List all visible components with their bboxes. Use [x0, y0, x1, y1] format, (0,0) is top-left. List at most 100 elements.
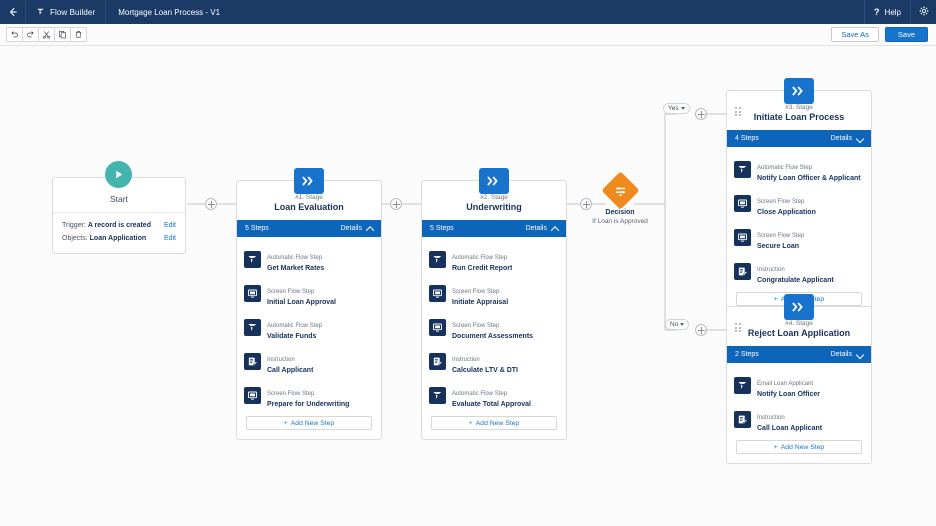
stage-header-3: #3. Stage Initiate Loan Process	[727, 91, 871, 130]
add-new-step-button[interactable]: + Add New Step	[431, 416, 557, 431]
screen-flow-icon	[429, 284, 446, 302]
start-row-objects: Objects: Loan Application Edit	[62, 232, 176, 245]
screen-flow-icon	[429, 318, 446, 336]
add-element-button-start[interactable]	[205, 198, 217, 210]
objects-label: Objects:	[62, 235, 88, 242]
branch-yes[interactable]: Yes	[663, 103, 690, 114]
start-node[interactable]: Start Trigger: A record is created Edit …	[52, 161, 186, 254]
decision-title: Decision	[605, 209, 635, 216]
step-row[interactable]: Instruction Calculate LTV & DTI	[429, 344, 559, 378]
trigger-edit-link[interactable]: Edit	[163, 222, 176, 229]
objects-edit-link[interactable]: Edit	[163, 235, 176, 242]
step-label: Get Market Rates	[267, 264, 325, 272]
step-row[interactable]: Instruction Call Loan Applicant	[734, 402, 864, 436]
step-label: Initial Loan Approval	[267, 298, 336, 306]
step-type: Instruction	[757, 266, 785, 273]
details-label: Details	[525, 225, 547, 232]
step-row[interactable]: Automatic Flow Step Evaluate Total Appro…	[429, 378, 559, 412]
step-label: Document Assessments	[452, 332, 534, 340]
save-button[interactable]: Save	[884, 27, 928, 42]
drag-handle-icon[interactable]	[735, 323, 741, 332]
flow-canvas[interactable]: Yes No Start Trigger: A record is create…	[0, 46, 936, 526]
step-row[interactable]: Screen Flow Step Initial Loan Approval	[244, 276, 374, 310]
step-label: Congratulate Applicant	[757, 276, 834, 284]
branch-no[interactable]: No	[665, 319, 690, 330]
chevron-down-icon[interactable]	[855, 350, 865, 359]
chevron-down-icon	[680, 323, 685, 326]
stage-badge-icon	[294, 168, 324, 194]
stage-card-1[interactable]: #1. Stage Loan Evaluation 5 Steps Detail…	[236, 168, 382, 441]
save-as-button[interactable]: Save As	[831, 27, 879, 42]
automatic-flow-icon	[429, 250, 446, 268]
automatic-flow-icon	[734, 160, 751, 178]
step-row[interactable]: Automatic Flow Step Run Credit Report	[429, 242, 559, 276]
stage-steps-bar-4[interactable]: 2 Steps Details	[727, 346, 871, 363]
branch-no-label: No	[670, 321, 679, 328]
help-label: Help	[884, 7, 901, 17]
header-spacer	[232, 0, 864, 24]
step-row[interactable]: Automatic Flow Step Validate Funds	[244, 310, 374, 344]
stage-header-2: #2. Stage Underwriting	[422, 181, 566, 220]
flow-builder-app-link[interactable]: Flow Builder	[26, 0, 107, 24]
step-type: Automatic Flow Step	[267, 322, 323, 329]
back-button[interactable]	[0, 0, 26, 24]
stage-steps-bar-2[interactable]: 5 Steps Details	[422, 220, 566, 237]
objects-value: Loan Application	[89, 235, 147, 242]
stage-steps-bar-1[interactable]: 5 Steps Details	[237, 220, 381, 237]
question-mark-icon: ?	[874, 7, 880, 17]
step-row[interactable]: Automatic Flow Step Notify Loan Officer …	[734, 152, 864, 186]
help-button[interactable]: ? Help	[864, 0, 910, 24]
stage-step-list-4: Email Loan Applicant Notify Loan Officer…	[727, 363, 871, 463]
step-row[interactable]: Instruction Call Applicant	[244, 344, 374, 378]
add-element-button-stage2[interactable]	[580, 198, 592, 210]
decision-node[interactable]: Decision If Loan is Approved	[592, 171, 648, 225]
undo-icon	[10, 26, 19, 44]
decision-caption: Decision If Loan is Approved	[592, 209, 648, 225]
stage-steps-bar-3[interactable]: 4 Steps Details	[727, 130, 871, 147]
step-row[interactable]: Screen Flow Step Document Assessments	[429, 310, 559, 344]
app-header: Flow Builder Mortgage Loan Process - V1 …	[0, 0, 936, 24]
step-row[interactable]: Screen Flow Step Secure Loan	[734, 220, 864, 254]
stage-number: #3. Stage	[785, 104, 813, 111]
step-row[interactable]: Screen Flow Step Initiate Appraisal	[429, 276, 559, 310]
add-element-button-stage1[interactable]	[390, 198, 402, 210]
decision-subtitle: If Loan is Approved	[592, 218, 648, 225]
stage-card-4[interactable]: #4. Stage Reject Loan Application 2 Step…	[726, 294, 872, 465]
stage-card-3[interactable]: #3. Stage Initiate Loan Process 4 Steps …	[726, 78, 872, 317]
copy-button[interactable]	[54, 27, 71, 42]
stage-step-list-1: Automatic Flow Step Get Market Rates Scr…	[237, 237, 381, 439]
chevron-down-icon	[680, 107, 685, 110]
delete-button[interactable]	[70, 27, 87, 42]
details-label: Details	[830, 351, 852, 358]
undo-button[interactable]	[6, 27, 23, 42]
cut-button[interactable]	[38, 27, 55, 42]
step-row[interactable]: Screen Flow Step Close Application	[734, 186, 864, 220]
trigger-value: A record is created	[87, 222, 151, 229]
chevron-up-icon[interactable]	[365, 225, 375, 235]
drag-handle-icon[interactable]	[735, 107, 741, 116]
add-element-button-yes[interactable]	[695, 108, 707, 120]
redo-button[interactable]	[22, 27, 39, 42]
add-element-button-no[interactable]	[695, 324, 707, 336]
chevron-down-icon[interactable]	[855, 134, 865, 143]
step-label: Secure Loan	[757, 242, 800, 250]
step-row[interactable]: Email Loan Applicant Notify Loan Officer	[734, 368, 864, 402]
screen-flow-icon	[244, 284, 261, 302]
step-label: Call Loan Applicant	[757, 424, 823, 432]
decision-diamond	[600, 171, 640, 210]
toolbar-button-group	[6, 27, 87, 42]
stage-card-2[interactable]: #2. Stage Underwriting 5 Steps Details A…	[421, 168, 567, 441]
plus-icon: +	[773, 295, 778, 303]
settings-button[interactable]	[910, 0, 936, 24]
chevron-up-icon[interactable]	[550, 225, 560, 235]
editor-toolbar: Save As Save	[0, 24, 936, 46]
add-new-step-button[interactable]: + Add New Step	[246, 416, 372, 431]
step-label: Prepare for Underwriting	[267, 400, 350, 408]
step-row[interactable]: Automatic Flow Step Get Market Rates	[244, 242, 374, 276]
step-label: Notify Loan Officer & Applicant	[757, 174, 861, 182]
flow-builder-icon	[36, 7, 45, 18]
stage-badge-icon	[784, 78, 814, 104]
add-new-step-button[interactable]: + Add New Step	[736, 440, 862, 455]
step-row[interactable]: Screen Flow Step Prepare for Underwritin…	[244, 378, 374, 412]
step-row[interactable]: Instruction Congratulate Applicant	[734, 254, 864, 288]
